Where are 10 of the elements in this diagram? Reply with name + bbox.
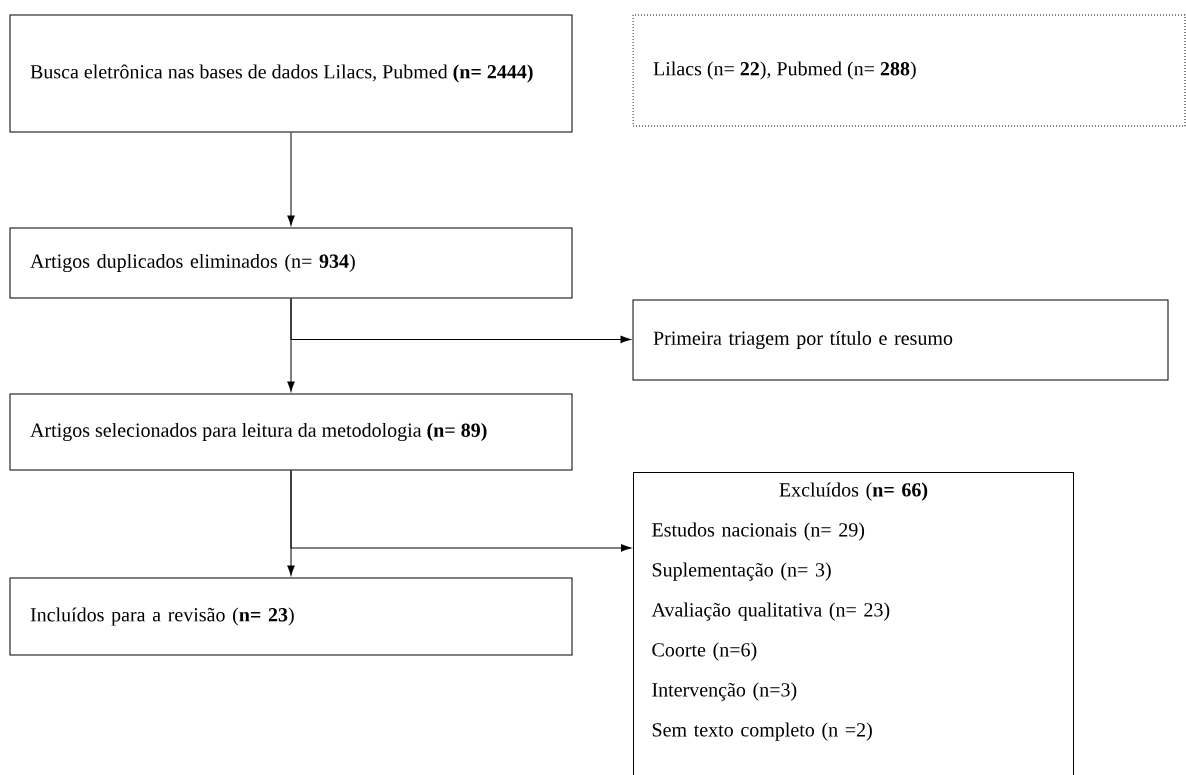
process-box: Primeira triagem por título e resumo [632,299,1169,381]
process-box: Artigos duplicados eliminados (n= 934) [9,227,573,299]
note-box: Lilacs (n= 22), Pubmed (n= 288) [632,14,1186,127]
source-box: Busca eletrônica nas bases de dados Lilacs, Pubmed (n= 2444) [9,14,573,133]
arrow [287,470,295,576]
process-box: Artigos selecionados para leitura da metodologia (n= 89) [9,393,573,471]
arrow [287,132,295,226]
exclusion-box: Excluídos (n= 66) Estudos nacionais (n= 29) Suplementação (n= 3) Avaliação qualitativa (n= 23) Coorte (n=6) Intervenção (n=3) Sem texto completo (n =2) [633,472,1074,775]
arrow [287,298,295,392]
process-box: Incluídos para a revisão (n= 23) [9,577,573,656]
